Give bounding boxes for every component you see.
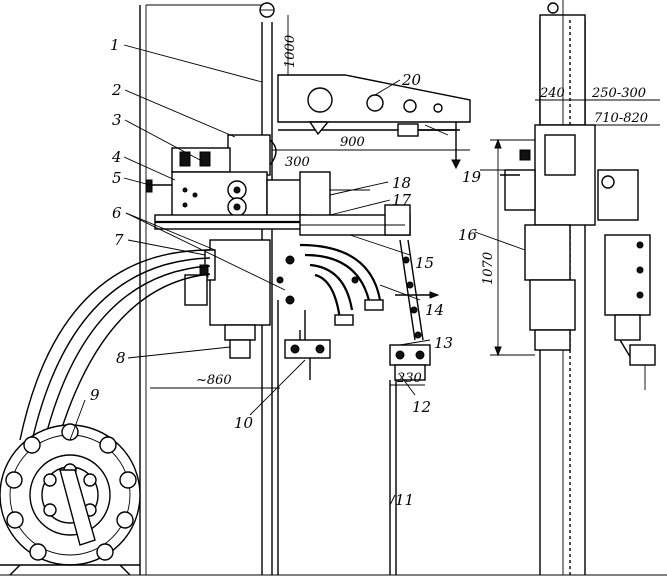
- lower-fixtures: [284, 310, 431, 381]
- callout-19: 19: [462, 168, 482, 186]
- dim-1070: 1070: [481, 252, 496, 285]
- callout-8: 8: [116, 349, 126, 367]
- dim-1000: 1000: [283, 35, 298, 68]
- callout-5: 5: [112, 169, 122, 187]
- dim-860: ~860: [196, 373, 232, 388]
- callout-labels: 1 2 3 4 5 6 7 8 9 10 11 12 13 14 15 16 1…: [90, 36, 482, 509]
- callout-1: 1: [110, 36, 120, 54]
- callout-6: 6: [112, 204, 122, 222]
- callout-15: 15: [415, 254, 434, 272]
- dim-230: 230: [396, 371, 422, 386]
- dim-900: 900: [340, 135, 365, 150]
- callout-16: 16: [458, 226, 478, 244]
- dim-250-300: 250-300: [591, 86, 646, 101]
- dimension-lines: [139, 5, 660, 575]
- leader-lines: [69, 44, 526, 506]
- callout-3: 3: [112, 111, 122, 129]
- callout-4: 4: [111, 148, 122, 166]
- torch-pipes: [299, 243, 384, 326]
- callout-14: 14: [425, 301, 444, 319]
- callout-13: 13: [434, 334, 453, 352]
- dim-240: 240: [539, 86, 565, 101]
- dimension-values: 1000 900 300 ~860 230 240 250-300 710-82…: [196, 35, 648, 388]
- cable-drum: [0, 423, 667, 576]
- callout-2: 2: [111, 81, 122, 99]
- guide-chain: [395, 239, 440, 341]
- column-11-rails: [277, 300, 397, 575]
- boom-20: [277, 74, 471, 170]
- callout-12: 12: [412, 398, 431, 416]
- callout-9: 9: [90, 386, 100, 404]
- feed-mechanism: [154, 204, 411, 359]
- callout-18: 18: [392, 174, 411, 192]
- callout-7: 7: [114, 231, 124, 249]
- callout-17: 17: [392, 191, 412, 209]
- dim-300: 300: [285, 155, 310, 170]
- side-view: [490, 0, 656, 575]
- dim-710-820: 710-820: [594, 111, 648, 126]
- callout-11: 11: [395, 491, 414, 509]
- callout-20: 20: [401, 71, 422, 89]
- callout-10: 10: [234, 414, 254, 432]
- upper-unit: [145, 134, 370, 223]
